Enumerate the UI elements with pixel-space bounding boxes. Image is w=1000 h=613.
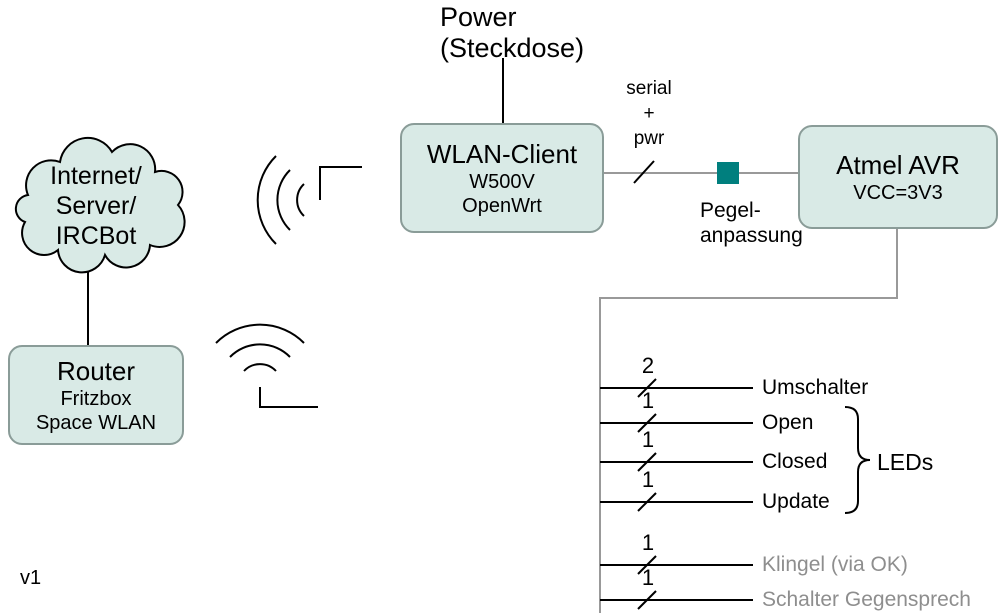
- signal-label-open: Open: [762, 411, 814, 434]
- bus-slash: [637, 378, 657, 398]
- signal-label-update: Update: [762, 490, 830, 513]
- signal-width: 1: [641, 530, 655, 555]
- signal-width: 1: [641, 565, 655, 590]
- serial-bus-slash: [633, 160, 655, 184]
- serial-link-line3: pwr: [633, 128, 665, 149]
- router-title: Router: [56, 355, 136, 386]
- bus-slash: [637, 452, 657, 472]
- level-shifter-line2: anpassung: [700, 224, 803, 247]
- version-label: v1: [20, 567, 42, 589]
- cloud-label: Internet/ Server/ IRCBot: [25, 161, 167, 251]
- level-shifter-line1: Pegel-: [700, 199, 761, 222]
- led-group-label: LEDs: [877, 449, 934, 475]
- avr-voltage: VCC=3V3: [853, 181, 943, 204]
- power-label: Power (Steckdose): [440, 2, 584, 64]
- bus-slash: [637, 555, 657, 575]
- wlan-client-title: WLAN-Client: [426, 138, 578, 169]
- cloud-label-line2: Server/: [55, 192, 137, 220]
- wlan-client-model: W500V: [469, 170, 535, 193]
- bus-slash: [637, 413, 657, 433]
- avr-title: Atmel AVR: [836, 149, 960, 180]
- wlan-client-firmware: OpenWrt: [462, 194, 542, 217]
- wifi-signal-icon: [256, 155, 362, 245]
- internet-cloud: [14, 136, 186, 274]
- led-group-brace: [844, 406, 871, 514]
- router-box: Router Fritzbox Space WLAN: [8, 345, 184, 445]
- signal-width: 1: [641, 467, 655, 492]
- power-label-line2: (Steckdose): [440, 33, 585, 63]
- router-model: Fritzbox: [60, 387, 132, 410]
- serial-link-line2: +: [643, 103, 655, 124]
- serial-link-line1: serial: [626, 78, 672, 99]
- level-shifter-marker: [717, 162, 739, 184]
- signal-width: 2: [641, 353, 655, 378]
- wifi-signal-icon: [215, 323, 318, 408]
- power-label-line1: Power: [440, 2, 517, 32]
- bus-slash: [637, 492, 657, 512]
- signal-width: 1: [641, 427, 655, 452]
- avr-box: Atmel AVR VCC=3V3: [798, 125, 998, 229]
- signal-lines: [600, 378, 753, 610]
- avr-bus-wire: [599, 225, 898, 613]
- wlan-client-box: WLAN-Client W500V OpenWrt: [400, 123, 604, 233]
- cloud-label-line3: IRCBot: [55, 222, 137, 250]
- signal-label-klingel: Klingel (via OK): [762, 553, 908, 576]
- cloud-label-line1: Internet/: [50, 162, 142, 190]
- signal-label-umschalter: Umschalter: [762, 376, 869, 399]
- bus-slash: [637, 590, 657, 610]
- level-shifter-label: Pegel- anpassung: [700, 198, 803, 248]
- router-network: Space WLAN: [35, 411, 157, 434]
- signal-label-closed: Closed: [762, 450, 828, 473]
- serial-link-label: serial + pwr: [609, 76, 689, 151]
- signal-width: 1: [641, 388, 655, 413]
- signal-label-schalter-gegensprech: Schalter Gegensprech: [762, 588, 971, 611]
